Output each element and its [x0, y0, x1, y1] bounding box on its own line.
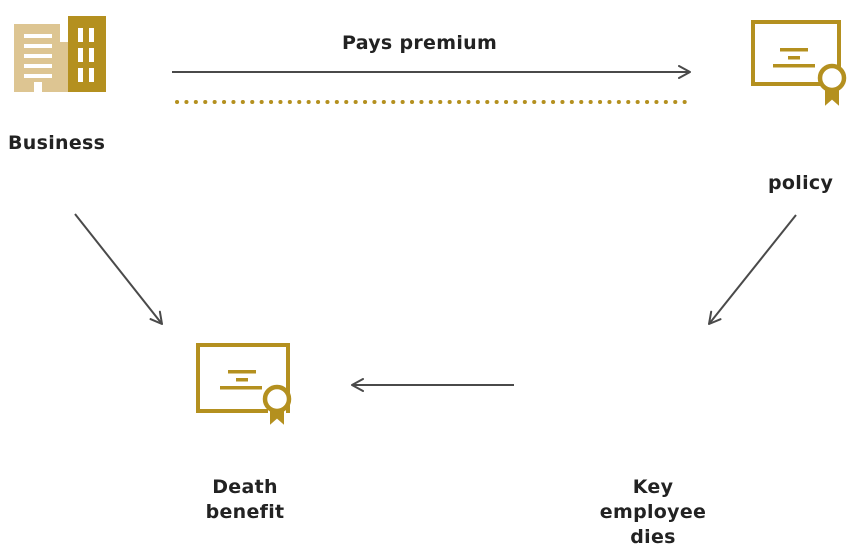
key-employee-line-3: dies — [630, 526, 676, 548]
policy-to-key-employee-arrow — [708, 214, 797, 325]
pays-premium-label: Pays premium — [342, 32, 498, 54]
office-building-icon — [14, 16, 106, 92]
policy-label: policy — [768, 172, 834, 194]
death-benefit-line-2: benefit — [205, 501, 285, 523]
certificate-icon — [196, 343, 292, 430]
key-employee-line-1: Key — [632, 476, 674, 498]
business-label: Business — [8, 132, 106, 154]
key-employee-label: Key employee dies — [593, 475, 713, 550]
death-benefit-label: Death benefit — [190, 475, 300, 525]
business-to-benefit-arrow — [74, 213, 163, 325]
key-employee-line-2: employee — [599, 501, 707, 523]
death-benefit-line-1: Death — [212, 476, 278, 498]
certificate-icon — [751, 20, 847, 111]
